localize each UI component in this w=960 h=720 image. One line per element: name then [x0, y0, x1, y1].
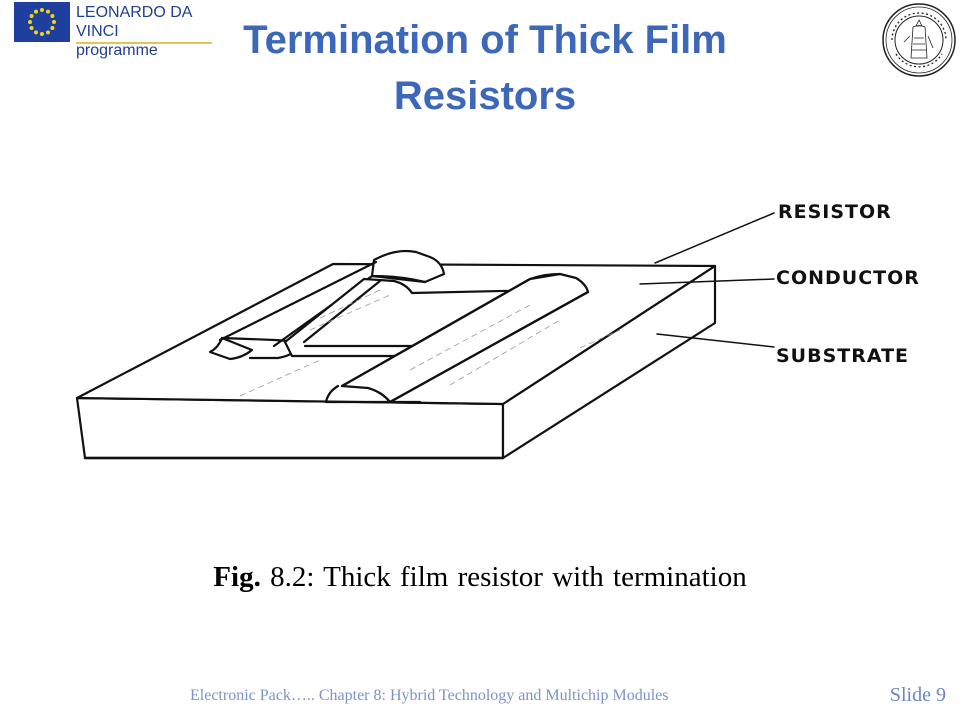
logo-underline: [76, 42, 212, 44]
conductor-pad-front: [324, 272, 590, 404]
conductor-leader: [639, 278, 775, 285]
footer-text: Electronic Pack….. Chapter 8: Hybrid Tec…: [190, 687, 669, 704]
label-substrate: SUBSTRATE: [776, 345, 909, 367]
label-conductor: CONDUCTOR: [776, 267, 920, 289]
caption-text: 8.2: Thick film resistor with terminatio…: [260, 561, 747, 593]
caption-prefix: Fig.: [213, 561, 261, 593]
university-seal-icon: [882, 3, 956, 77]
leonardo-logo: LEONARDO DA VINCI programme: [14, 2, 214, 59]
thick-film-resistor-diagram: RESISTOR CONDUCTOR SUBSTRATE: [75, 201, 920, 460]
logo-line2: programme: [76, 42, 158, 59]
title-line1: Termination of Thick Film: [243, 18, 727, 62]
substrate-leader: [656, 333, 775, 348]
logo-line1: LEONARDO DA VINCI: [76, 4, 192, 40]
slide-number: Slide 9: [889, 684, 946, 706]
title-line2: Resistors: [393, 74, 577, 118]
label-resistor: RESISTOR: [778, 201, 892, 223]
slide-title: Termination of Thick Film Resistors: [230, 12, 740, 124]
resistor-leader: [654, 212, 775, 264]
logo-text: LEONARDO DA VINCI programme: [76, 3, 214, 60]
figure-caption: Fig. 8.2: Thick film resistor with termi…: [0, 561, 960, 594]
conductor-pad-back: [208, 249, 446, 361]
eu-flag-icon: [14, 2, 70, 42]
